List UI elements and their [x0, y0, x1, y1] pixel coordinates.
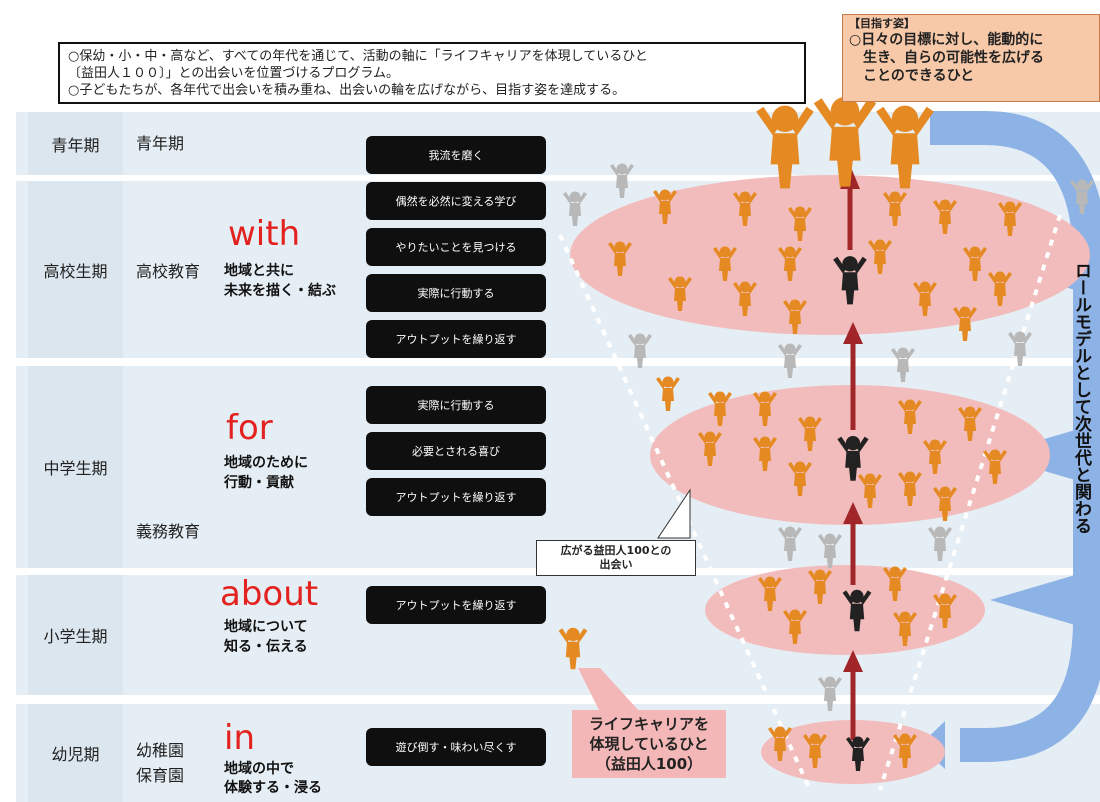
activity-pill: やりたいことを見つける — [366, 228, 546, 266]
callout-line: 広がる益田人100との — [560, 544, 672, 557]
growth-arrow-head — [843, 650, 863, 672]
activity-pill: アウトプットを繰り返す — [366, 478, 546, 516]
blue-return-arrow — [930, 111, 1100, 762]
stage-label: 中学生期 — [43, 459, 108, 478]
category-youth: 青年期 — [136, 134, 185, 153]
activity-pill: 実際に行動する — [366, 274, 546, 312]
keyword-desc: 地域について — [224, 619, 308, 635]
stage-elementary: 小学生期 — [28, 575, 123, 695]
keyword-desc: 未来を描く・結ぶ — [224, 283, 336, 299]
callout-tail — [578, 668, 640, 712]
goal-line: ○日々の目標に対し、能動的に — [849, 32, 1044, 48]
category-compulsory: 義務教育 — [136, 522, 201, 541]
activity-pill: 必要とされる喜び — [366, 432, 546, 470]
goal-heading: 【目指す姿】 — [849, 17, 915, 30]
keyword-in: in — [224, 718, 255, 758]
encounter-callout: 広がる益田人100との 出会い — [536, 540, 696, 576]
callout-line: 出会い — [599, 558, 633, 571]
stage-label: 幼児期 — [51, 745, 100, 764]
bubble-tail — [657, 488, 691, 539]
funnel-line — [878, 214, 1062, 791]
vertical-caption: ロールモデルとして次世代と関わる — [1071, 262, 1091, 534]
goal-line: ことのできるひと — [863, 68, 975, 84]
activity-pill: 我流を磨く — [366, 136, 546, 174]
stage-label: 青年期 — [51, 135, 100, 155]
goal-figures — [756, 96, 934, 189]
intro-line: ○保幼・小・中・高など、すべての年代を通じて、活動の軸に「ライフキャリアを体現し… — [68, 49, 648, 64]
activity-pill: 遊び倒す・味わい尽くす — [366, 728, 546, 766]
category-high: 高校教育 — [136, 262, 201, 281]
goal-box: 【目指す姿】 ○日々の目標に対し、能動的に 生き、自らの可能性を広げる ことので… — [842, 14, 1100, 102]
activity-pill: アウトプットを繰り返す — [366, 320, 546, 358]
activity-pill: 偶然を必然に変える学び — [366, 182, 546, 220]
role-model-line: （益田人100） — [595, 755, 703, 773]
keyword-desc: 地域の中で — [224, 761, 294, 777]
growth-arrow-head — [843, 322, 863, 344]
activity-pill: 実際に行動する — [366, 386, 546, 424]
keyword-about: about — [220, 574, 319, 614]
stage-high: 高校生期 — [28, 181, 123, 358]
stage-infant: 幼児期 — [28, 704, 123, 802]
category-nursery: 保育園 — [136, 766, 185, 785]
keyword-desc: 地域のために — [224, 455, 308, 471]
keyword-desc: 地域と共に — [224, 263, 294, 279]
role-model-line: 体現しているひと — [589, 735, 709, 753]
intro-line: 〔益田人１００〕」との出会いを位置づけるプログラム。 — [68, 66, 399, 81]
keyword-desc: 行動・貢献 — [224, 475, 294, 491]
ellipse-high — [570, 175, 1090, 335]
keyword-for: for — [226, 408, 273, 448]
category-kinder: 幼稚園 — [136, 741, 185, 760]
stage-label: 高校生期 — [43, 261, 108, 281]
intro-box: ○保幼・小・中・高など、すべての年代を通じて、活動の軸に「ライフキャリアを体現し… — [58, 42, 806, 104]
growth-arrow-head — [843, 502, 863, 524]
stage-label: 小学生期 — [43, 627, 108, 646]
role-model-line: ライフキャリアを — [588, 715, 709, 733]
keyword-with: with — [228, 214, 301, 254]
intro-line: ○子どもたちが、各年代で出会いを積み重ね、出会いの輪を広げながら、目指す姿を達成… — [68, 83, 626, 98]
blue-pointer — [990, 575, 1075, 625]
stage-youth: 青年期 — [28, 112, 123, 175]
keyword-desc: 体験する・浸る — [224, 780, 322, 796]
goal-line: 生き、自らの可能性を広げる — [863, 50, 1045, 66]
activity-pill: アウトプットを繰り返す — [366, 586, 546, 624]
role-model-box: ライフキャリアを 体現しているひと （益田人100） — [572, 710, 726, 778]
keyword-desc: 知る・伝える — [224, 639, 308, 655]
stage-middle: 中学生期 — [28, 366, 123, 568]
